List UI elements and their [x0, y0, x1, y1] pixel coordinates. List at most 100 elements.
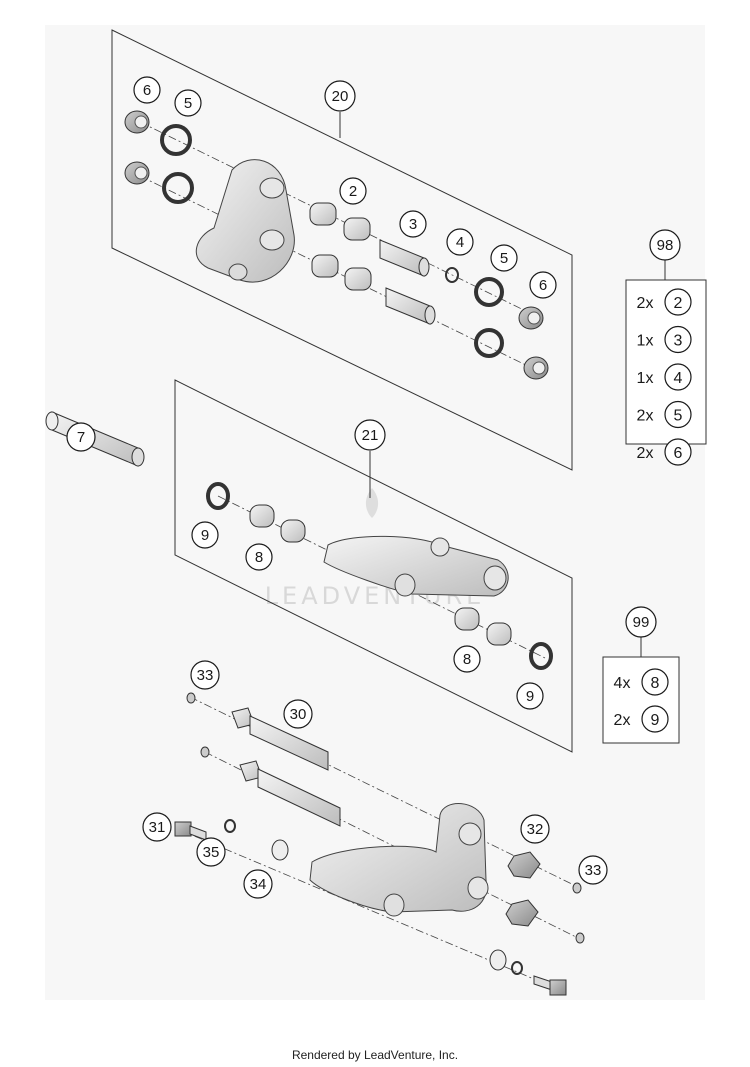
svg-text:2: 2	[349, 183, 357, 200]
svg-text:33: 33	[197, 667, 214, 684]
callout-7: 7	[66, 422, 96, 452]
kit-part-circle	[664, 400, 692, 429]
callout-33-right: 33	[578, 855, 608, 885]
callout-5-right: 5	[490, 244, 518, 272]
callout-31: 31	[142, 812, 172, 842]
callout-21: 21	[354, 419, 386, 451]
washer-34-right	[489, 949, 507, 971]
kit-qty: 2x	[637, 408, 654, 425]
kit-row: 1x 4	[637, 363, 692, 391]
nut-32-bottom	[505, 899, 539, 927]
bearing-8-right-a	[454, 607, 480, 631]
callout-30: 30	[283, 699, 313, 729]
callout-3: 3	[399, 210, 427, 238]
seal-9-left	[206, 482, 230, 510]
bearing-8-left-b	[280, 519, 306, 543]
kit-part-circle	[664, 363, 692, 391]
callout-8-left: 8	[245, 543, 273, 571]
kit-qty: 4x	[614, 675, 631, 692]
svg-text:34: 34	[250, 876, 267, 893]
svg-text:31: 31	[149, 819, 166, 836]
callout-35: 35	[196, 837, 226, 867]
kit-part-circle	[641, 705, 669, 733]
needle-bearing-2-d	[344, 267, 372, 291]
callout-20: 20	[324, 80, 356, 112]
kit-row: 2x 9	[614, 705, 669, 733]
svg-text:35: 35	[203, 844, 220, 861]
bearing-6-right-bottom	[523, 356, 549, 380]
bolt-30-top	[231, 707, 329, 771]
lower-link-part	[309, 803, 489, 917]
kit-part-circle	[664, 438, 692, 466]
kit-qty: 2x	[614, 712, 631, 729]
grease-nipple-33-right	[572, 882, 582, 894]
panel-assembly-21	[174, 379, 573, 753]
svg-text:6: 6	[539, 277, 547, 294]
bolt-31-right	[533, 975, 567, 996]
kit-part-number: 9	[651, 712, 660, 729]
svg-text:99: 99	[633, 614, 650, 631]
svg-text:9: 9	[201, 527, 209, 544]
callout-9-right: 9	[516, 682, 544, 710]
svg-text:5: 5	[500, 250, 508, 267]
kit-qty: 2x	[637, 295, 654, 312]
link-arm-part	[323, 535, 509, 597]
rocker-link-part	[195, 159, 295, 283]
kit-part-circle	[664, 325, 692, 354]
kit-part-circle	[641, 668, 669, 696]
callout-99: 99	[625, 606, 657, 638]
svg-text:20: 20	[332, 88, 349, 105]
kit-row: 2x 5	[637, 400, 692, 429]
kit-row: 2x 6	[637, 438, 692, 466]
kit-part-number: 6	[674, 445, 683, 462]
callout-5-left: 5	[174, 89, 202, 117]
needle-bearing-2-b	[343, 217, 371, 241]
lower-assembly	[174, 692, 585, 996]
callout-34: 34	[243, 869, 273, 899]
grease-nipple-33-left	[186, 692, 196, 704]
seal-5-left-top	[160, 124, 192, 156]
callout-32: 32	[520, 814, 550, 844]
svg-text:21: 21	[362, 427, 379, 444]
bearing-6-left-top	[124, 110, 150, 134]
svg-text:4: 4	[456, 234, 464, 251]
seal-5-right-top	[474, 277, 504, 307]
svg-text:9: 9	[526, 688, 534, 705]
nut-32-top	[507, 851, 541, 879]
kit-part-circle	[664, 288, 692, 316]
grease-nipple-33-mid	[200, 746, 210, 758]
callout-98: 98	[649, 229, 681, 261]
callout-9-left: 9	[191, 521, 219, 549]
callout-4: 4	[446, 228, 474, 256]
svg-text:7: 7	[77, 429, 85, 446]
kit-qty: 2x	[637, 445, 654, 462]
svg-text:32: 32	[527, 821, 544, 838]
svg-text:8: 8	[255, 549, 263, 566]
kit-qty: 1x	[637, 370, 654, 387]
sleeve-3-top	[379, 239, 430, 277]
callout-2: 2	[339, 177, 367, 205]
bearing-8-left-a	[249, 504, 275, 528]
sleeve-3-bottom	[385, 287, 436, 325]
seal-5-right-bottom	[474, 328, 504, 358]
kit-99-box	[602, 656, 680, 744]
kit-qty: 1x	[637, 333, 654, 350]
callout-33-left: 33	[190, 660, 220, 690]
bolt-30-bottom	[239, 760, 341, 827]
svg-text:98: 98	[657, 237, 674, 254]
kit-part-number: 4	[674, 370, 683, 387]
kit-part-number: 3	[674, 333, 683, 350]
callout-6-right: 6	[529, 271, 557, 299]
kit-row: 1x 3	[637, 325, 692, 354]
seal-9-right	[529, 642, 553, 670]
bearing-8-right-b	[486, 622, 512, 646]
kit-part-number: 5	[674, 408, 683, 425]
washer-34	[271, 839, 289, 861]
